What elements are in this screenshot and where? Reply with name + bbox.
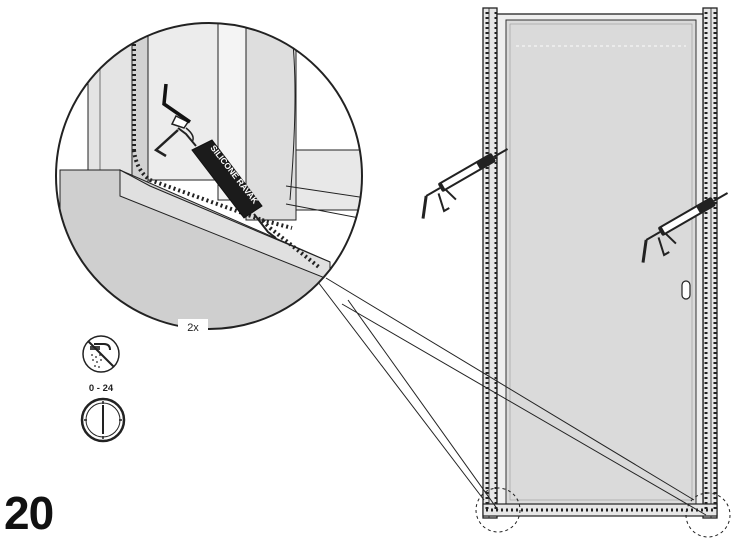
silicone-seal-lines — [485, 12, 717, 512]
threshold-profile — [482, 503, 718, 517]
no-shower-icon — [82, 335, 120, 373]
shower-door-assembly — [475, 7, 731, 538]
clock-icon — [80, 397, 126, 443]
door-handle — [681, 280, 691, 300]
step-number: 20 — [4, 487, 54, 539]
magnified-detail: SILICONE RAVAK 2x — [55, 22, 363, 334]
detail-multiplier: 2x — [187, 322, 199, 334]
detail-marker-right — [685, 492, 731, 538]
door-glass — [505, 19, 697, 505]
callout-lines — [317, 277, 707, 516]
cure-time-label: 0 - 24 — [89, 383, 114, 394]
silicone-gun-icon — [421, 148, 509, 219]
silicone-gun-icon — [641, 192, 729, 263]
detail-marker-left — [475, 487, 521, 533]
